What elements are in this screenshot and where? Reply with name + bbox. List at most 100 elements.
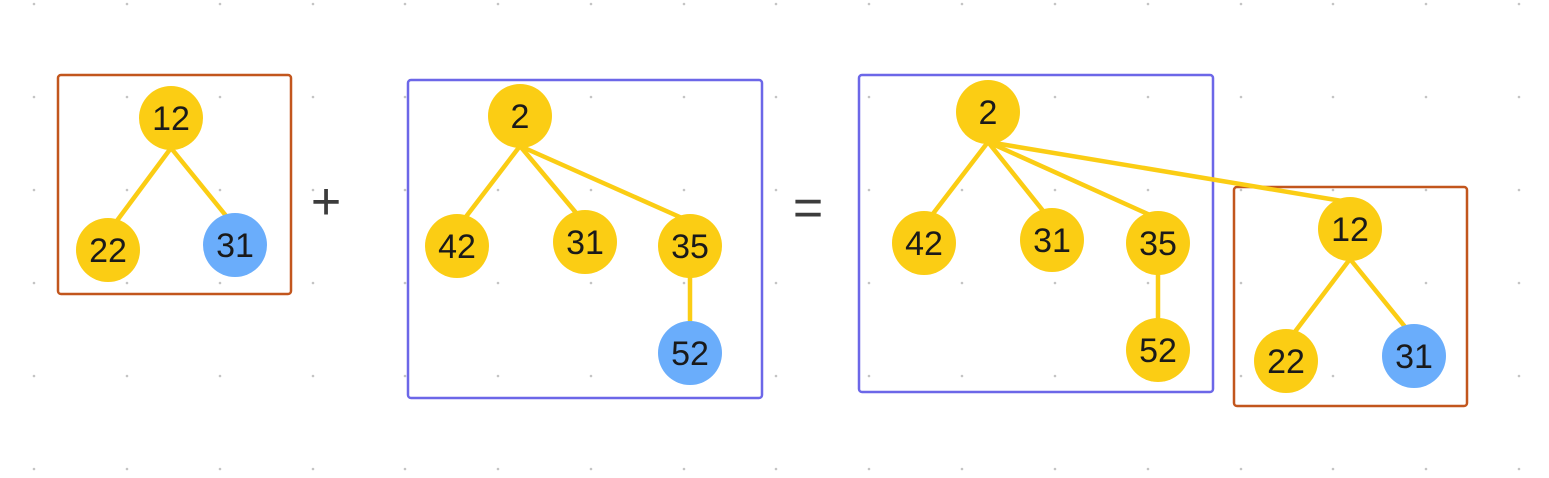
node-circle [892,211,956,275]
dot-grid [32,2,1521,471]
grid-dot [218,374,222,378]
grid-dot [1053,95,1057,99]
grid-dot [1424,281,1428,285]
node-label: 31 [1033,222,1071,260]
grid-dot [403,467,407,471]
grid-dot [960,2,964,6]
left-tree-node-a-right: 31 [203,213,267,277]
grid-dot [311,2,315,6]
node-circle [658,214,722,278]
grid-dot [32,281,36,285]
grid-dot [218,467,222,471]
grid-dot [496,281,500,285]
result-tree-node-c-c3-child: 52 [1126,318,1190,382]
grid-dot [774,374,778,378]
grid-dot [589,2,593,6]
middle-tree-node-b-c3: 35 [658,214,722,278]
marked-node-circle [658,321,722,385]
grid-dot [867,2,871,6]
result-tree-node-c-c1: 42 [892,211,956,275]
middle-tree-frame [406,78,764,400]
node-label: 31 [216,227,254,265]
frames-layer [56,73,1469,408]
grid-dot [1053,374,1057,378]
grid-dot [589,467,593,471]
result-tree-node-c-sub-right: 31 [1382,324,1446,388]
grid-dot [1331,95,1335,99]
grid-dot [1331,374,1335,378]
grid-dot [1517,374,1521,378]
grid-dot [682,467,686,471]
node-label: 31 [1395,338,1433,376]
middle-tree-edge-b-root-b-c1 [462,143,523,221]
grid-dot [125,2,129,6]
grid-dot [125,95,129,99]
marked-node-circle [1382,324,1446,388]
node-label: 35 [1139,225,1177,263]
result-tree-frame [857,73,1215,394]
middle-tree-edge-b-root-b-c3 [517,143,685,221]
node-label: 52 [1139,332,1177,370]
node-circle [139,86,203,150]
node-label: 22 [1267,343,1305,381]
node-label: 52 [671,335,709,373]
grid-dot [32,188,36,192]
grid-dot [496,374,500,378]
result-tree-edge-c-root-c-c3 [985,139,1153,218]
grid-dot [682,95,686,99]
grid-dot [403,374,407,378]
grid-dot [218,2,222,6]
grid-dot [682,188,686,192]
grid-dot [589,188,593,192]
grid-dot [1053,188,1057,192]
result-tree-edge-c-root-c-sub-root [985,139,1345,204]
grid-dot [1517,95,1521,99]
grid-dot [774,95,778,99]
grid-dot [867,95,871,99]
grid-dot [311,188,315,192]
result-tree-edge-c-sub-root-c-sub-left [1291,256,1353,336]
grid-dot [1146,2,1150,6]
middle-tree-edge-b-root-b-c2 [517,143,580,217]
middle-tree-node-b-c2: 31 [553,210,617,274]
operators-layer: + = [311,173,823,237]
grid-dot [1424,188,1428,192]
left-tree-edge-a-root-a-left [113,145,174,225]
grid-dot [311,467,315,471]
node-circle [1126,318,1190,382]
node-circle [1254,329,1318,393]
node-circle [76,218,140,282]
left-tree-edge-a-root-a-right [168,145,230,220]
grid-dot [960,467,964,471]
grid-dot [960,188,964,192]
grid-dot [1517,467,1521,471]
result-tree-node-c-c2: 31 [1020,208,1084,272]
grid-dot [1517,188,1521,192]
grid-dot [1239,95,1243,99]
equals-operator: = [793,179,823,237]
grid-dot [311,281,315,285]
grid-dot [32,2,36,6]
grid-dot [589,281,593,285]
grid-dot [682,2,686,6]
grid-dot [125,188,129,192]
grid-dot [1331,188,1335,192]
grid-dot [125,374,129,378]
grid-dot [32,374,36,378]
node-circle [425,214,489,278]
grid-dot [496,467,500,471]
grid-dot [1239,467,1243,471]
grid-dot [1239,281,1243,285]
grid-dot [32,95,36,99]
node-label: 42 [438,228,476,266]
result-tree-edge-c-root-c-c2 [985,139,1047,215]
grid-dot [1053,281,1057,285]
grid-dot [1053,467,1057,471]
node-circle [1318,197,1382,261]
grid-dot [1517,2,1521,6]
grid-dot [403,281,407,285]
node-label: 2 [979,94,998,132]
edges-layer [113,139,1409,336]
left-tree-node-a-root: 12 [139,86,203,150]
middle-tree-node-b-c1: 42 [425,214,489,278]
